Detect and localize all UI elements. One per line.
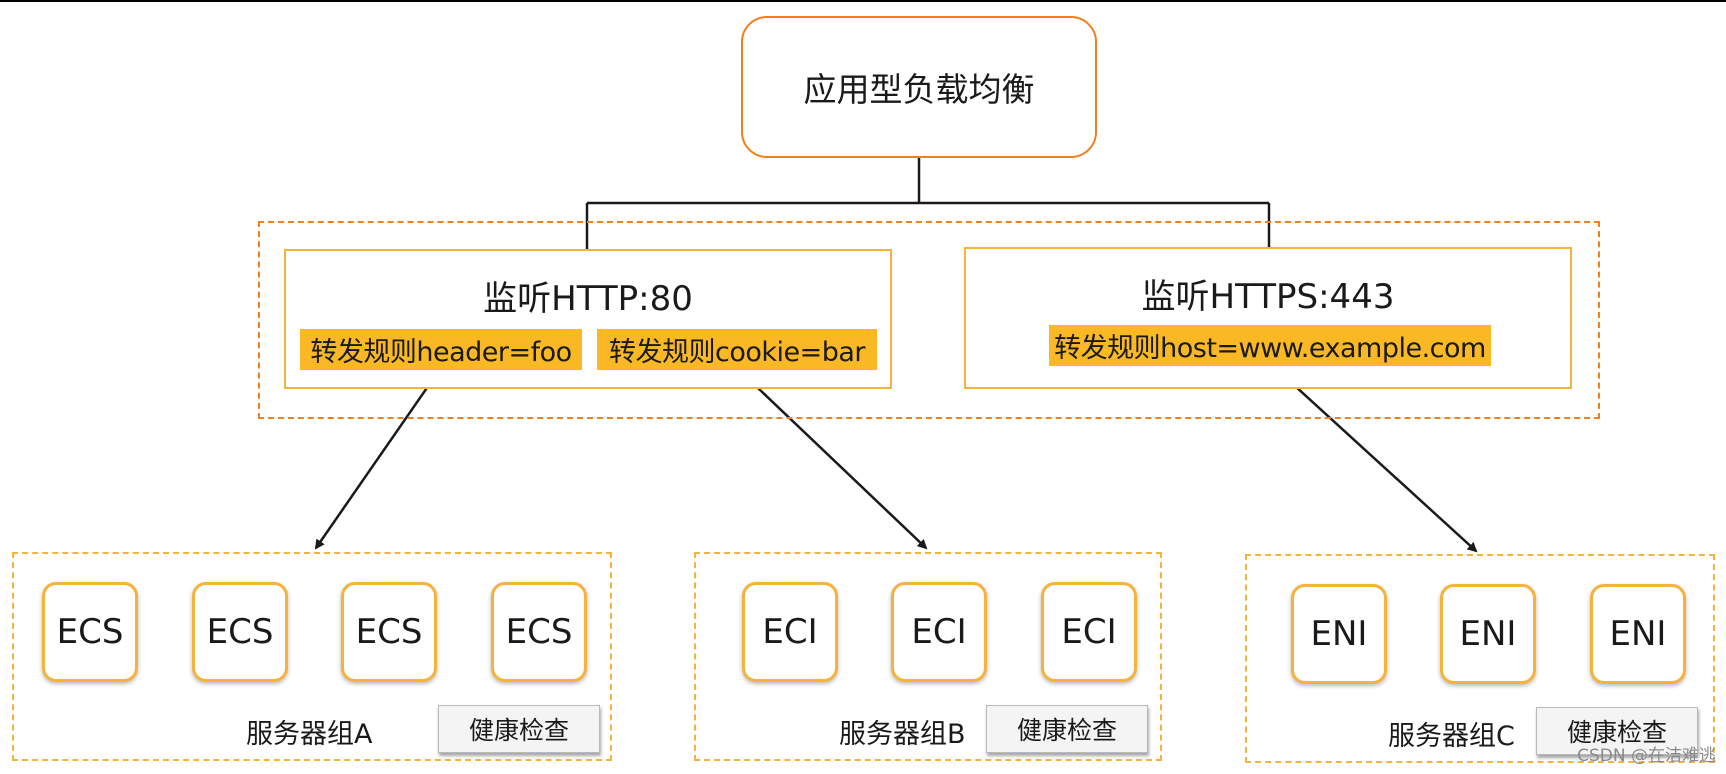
arrow-host-rule-to-group-c [1271, 364, 1478, 553]
eni-node: ENI [1440, 584, 1536, 684]
root-label: 应用型负载均衡 [803, 70, 1035, 109]
listener-http-title: 监听HTTP:80 [483, 279, 693, 319]
listener-https-title: 监听HTTPS:443 [1141, 277, 1395, 317]
server-group-a: ECS ECS ECS ECS 服务器组A 健康检查 [12, 552, 612, 761]
ecs-node: ECS [491, 582, 587, 682]
rule-cookie: 转发规则cookie=bar [597, 329, 877, 370]
eni-node: ENI [1291, 584, 1387, 684]
rule-host: 转发规则host=www.example.com [1049, 325, 1491, 366]
application-load-balancer-node: 应用型负载均衡 [741, 16, 1097, 158]
server-group-c: ENI ENI ENI 服务器组C 健康检查 [1245, 554, 1715, 763]
top-border-line [0, 0, 1726, 2]
rule-header: 转发规则header=foo [300, 329, 582, 370]
server-group-c-label: 服务器组C [1388, 721, 1515, 752]
health-check-button: 健康检查 [1536, 707, 1698, 755]
eci-node: ECI [891, 582, 987, 682]
listener-group-frame [258, 221, 1600, 419]
health-check-button: 健康检查 [986, 705, 1148, 753]
eni-node: ENI [1590, 584, 1686, 684]
ecs-node: ECS [42, 582, 138, 682]
arrow-header-rule-to-group-a [314, 368, 442, 550]
server-group-b: ECI ECI ECI 服务器组B 健康检查 [694, 552, 1162, 761]
listener-http: 监听HTTP:80 转发规则header=foo 转发规则cookie=bar [284, 249, 892, 389]
ecs-node: ECS [192, 582, 288, 682]
eci-node: ECI [1041, 582, 1137, 682]
eci-node: ECI [742, 582, 838, 682]
server-group-a-label: 服务器组A [246, 719, 373, 750]
server-group-b-label: 服务器组B [839, 719, 966, 750]
listener-https: 监听HTTPS:443 转发规则host=www.example.com [964, 247, 1572, 389]
root-to-listeners-connector [585, 158, 1271, 249]
health-check-button: 健康检查 [438, 705, 600, 753]
arrow-cookie-rule-to-group-b [737, 368, 928, 550]
watermark: CSDN @在洁难逃 [1577, 746, 1716, 766]
ecs-node: ECS [341, 582, 437, 682]
